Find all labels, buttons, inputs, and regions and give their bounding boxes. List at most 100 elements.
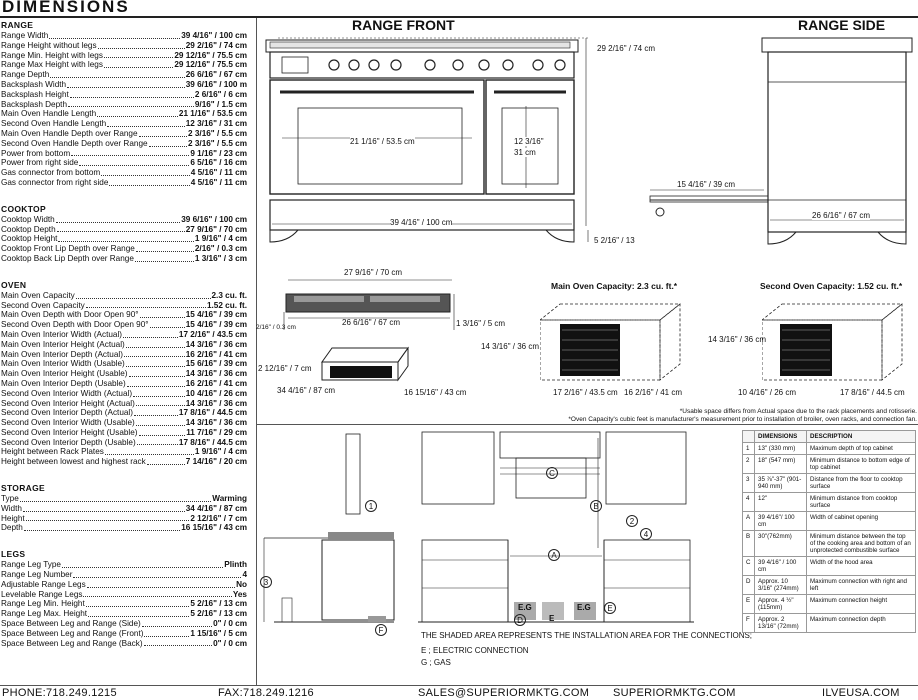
spec-value: 29 12/16" / 75.5 cm <box>174 60 247 70</box>
spec-label: Main Oven Interior Depth (Usable) <box>1 378 126 388</box>
leader-dots <box>135 244 194 252</box>
spec-label: Range Depth <box>1 70 50 80</box>
spec-value: 10 4/16" / 26 cm <box>185 388 247 398</box>
leader-dots <box>85 599 190 608</box>
second-capacity-height: 14 3/16" / 36 cm <box>708 335 766 344</box>
range-side-drawing <box>649 37 913 245</box>
spec-value: No <box>236 579 247 589</box>
note-oven-capacity: *Oven Capacity's cubic feet is manufactu… <box>568 416 917 423</box>
spec-row: Space Between Leg and Range (Front)1 15/… <box>1 629 247 639</box>
spec-value: 2 3/16" / 5.5 cm <box>188 138 247 148</box>
spec-value: 17 8/16" / 44.5 cm <box>178 437 247 447</box>
table-cell-dim: 39 4/16" / 100 cm <box>754 556 807 576</box>
spec-value: 1 3/16" / 3 cm <box>194 253 247 263</box>
spec-label: Cooktop Width <box>1 214 55 224</box>
spec-label: Gas connector from bottom <box>1 168 101 178</box>
spec-value: 15 4/16" / 39 cm <box>185 320 247 330</box>
leader-dots <box>128 369 185 377</box>
note-usable-space: *Usable space differs from Actual space … <box>679 408 917 415</box>
installation-e-g-3: E.G <box>577 603 591 612</box>
spec-value: 27 9/16" / 70 cm <box>185 224 247 234</box>
table-cell-key: 3 <box>742 473 755 493</box>
spec-label: Height <box>1 513 25 523</box>
leader-dots <box>19 494 212 502</box>
spec-value: 4 5/16" / 11 cm <box>190 168 247 178</box>
leader-dots <box>125 359 185 368</box>
side-depth-label: 26 6/16" / 67 cm <box>812 211 870 220</box>
table-cell-desc: Maximum connection height <box>806 594 916 614</box>
leader-dots <box>86 580 236 588</box>
footer-email[interactable]: SALES@SUPERIORMKTG.COM <box>418 687 590 699</box>
spec-value: 15 4/16" / 39 cm <box>185 310 247 320</box>
table-cell-dim: Approx. 4 ½" (115mm) <box>754 594 807 614</box>
table-cell-key: 1 <box>742 442 755 455</box>
spec-label: Gas connector from right side <box>1 177 109 187</box>
spec-value: 5 2/16" / 13 cm <box>190 609 247 619</box>
second-capacity-title: Second Oven Capacity: 1.52 cu. ft.* <box>760 281 903 291</box>
table-cell-desc: Maximum depth of top cabinet <box>806 442 916 455</box>
table-cell-dim: Approx. 2 13/16" (72mm) <box>754 613 807 633</box>
table-cell-dim: Approx. 10 3/16" (274mm) <box>754 575 807 595</box>
spec-label: Space Between Leg and Range (Front) <box>1 628 144 638</box>
spec-value: 17 2/16" / 43.5 cm <box>178 329 247 339</box>
leader-dots <box>88 609 190 618</box>
installation-e-2: E <box>549 614 555 623</box>
spec-value: 26 6/16" / 67 cm <box>185 70 247 80</box>
spec-label: Backsplash Width <box>1 79 67 89</box>
spec-value: 0" / 0 cm <box>213 638 247 648</box>
spec-label: Main Oven Interior Width (Actual) <box>1 329 123 339</box>
callout-4: 4 <box>640 528 652 540</box>
footer-phone[interactable]: PHONE:718.249.1215 <box>2 687 117 699</box>
second-handle-label-a: 12 3/16" <box>514 137 544 146</box>
spec-value: 2 6/16" / 6 cm <box>194 89 247 99</box>
leader-dots <box>73 570 242 578</box>
drawer-width-label: 34 4/16" / 87 cm <box>277 386 335 395</box>
footer-website-ilve[interactable]: ILVEUSA.COM <box>822 687 900 699</box>
front-width-label: 39 4/16" / 100 cm <box>390 218 453 227</box>
leader-dots <box>138 428 186 436</box>
table-description-header: DESCRIPTION <box>806 430 916 443</box>
drawer-height-label: 2 12/16" / 7 cm <box>258 364 312 373</box>
table-header-row: DIMENSIONS DESCRIPTION <box>742 430 916 443</box>
installation-legend-electric: E ; ELECTRIC CONNECTION <box>421 646 529 655</box>
second-capacity-depth: 17 8/16" / 44.5 cm <box>840 388 905 397</box>
spec-label: Main Oven Handle Depth over Range <box>1 128 138 138</box>
spec-row: Second Oven Interior Depth (Usable)17 8/… <box>1 438 247 448</box>
spec-label: Range Height without legs <box>1 40 97 50</box>
spec-label: Backsplash Height <box>1 89 69 99</box>
table-cell-dim: 39 4/16"/ 100 cm <box>754 511 807 531</box>
installation-e-g-1: E.G <box>518 603 532 612</box>
footer-rule <box>0 685 918 686</box>
spec-label: Cooktop Back Lip Depth over Range <box>1 253 134 263</box>
leader-dots <box>126 379 185 387</box>
footer-website-superior[interactable]: SUPERIORMKTG.COM <box>613 687 736 699</box>
spec-row: Backsplash Height 2 6/16" / 6 cm <box>1 90 247 100</box>
spec-value: Yes <box>232 589 247 599</box>
table-cell-desc: Minimum distance from cooktop surface <box>806 492 916 512</box>
leader-dots <box>50 70 185 78</box>
installation-shaded-note: THE SHADED AREA REPRESENTS THE INSTALLAT… <box>421 631 753 640</box>
spec-row: Main Oven Interior Height (Usable)14 3/1… <box>1 369 247 379</box>
leader-dots <box>107 119 185 127</box>
callout-a: A <box>548 549 560 561</box>
leader-dots <box>148 139 188 147</box>
front-leg-label: 5 2/16" / 13 <box>594 236 635 245</box>
spec-label: Main Oven Depth with Door Open 90° <box>1 310 139 320</box>
leader-dots <box>133 408 178 417</box>
spec-value: 39 6/16" / 100 m <box>185 79 247 89</box>
spec-value: 29 12/16" / 75.5 cm <box>174 50 247 60</box>
spec-label: Range Max Height with legs <box>1 60 103 70</box>
page-title: DIMENSIONS <box>2 0 130 16</box>
leader-dots <box>61 560 224 569</box>
